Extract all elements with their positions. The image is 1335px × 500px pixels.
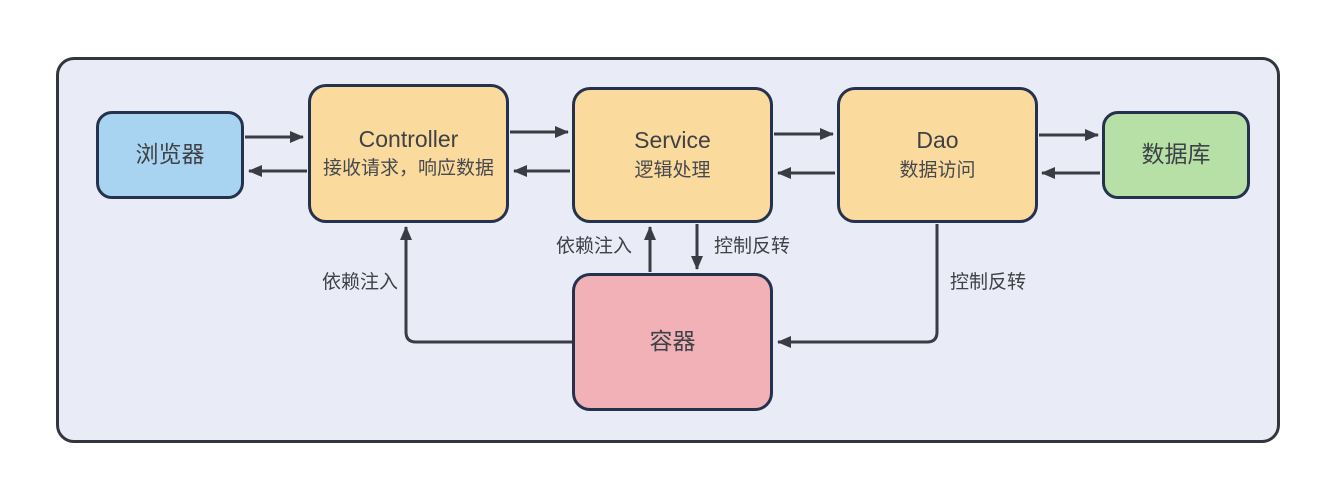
node-dao-title: Dao: [916, 127, 959, 154]
edge-label-controller-dependency-injection: 依赖注入: [321, 272, 398, 293]
node-dao-subtitle: 数据访问: [899, 159, 976, 181]
node-controller-subtitle: 接收请求，响应数据: [322, 158, 494, 180]
node-container-title: 容器: [649, 328, 696, 355]
node-controller-title: Controller: [358, 125, 459, 152]
edge-label-dao-inversion-of-control: 控制反转: [950, 272, 1027, 293]
node-browser: 浏览器: [96, 111, 244, 199]
node-service-title: Service: [634, 127, 711, 154]
node-container: 容器: [572, 273, 773, 411]
node-database-title: 数据库: [1141, 141, 1211, 168]
node-service: Service 逻辑处理: [572, 87, 773, 223]
node-database: 数据库: [1102, 111, 1250, 199]
node-browser-title: 浏览器: [135, 141, 205, 168]
node-controller: Controller 接收请求，响应数据: [308, 84, 509, 223]
edge-label-service-inversion-of-control: 控制反转: [713, 236, 790, 257]
edge-label-service-dependency-injection: 依赖注入: [555, 236, 632, 257]
node-service-subtitle: 逻辑处理: [634, 159, 711, 181]
node-dao: Dao 数据访问: [837, 87, 1038, 223]
